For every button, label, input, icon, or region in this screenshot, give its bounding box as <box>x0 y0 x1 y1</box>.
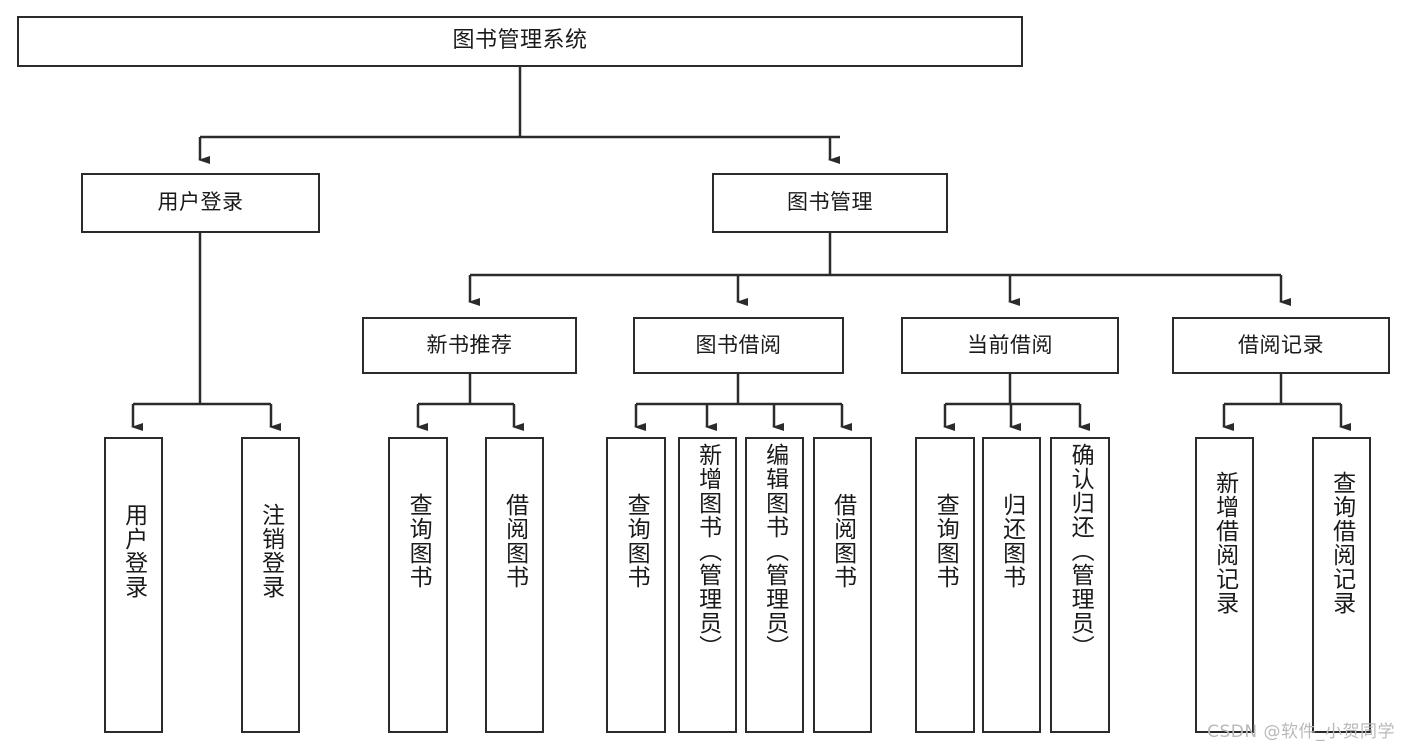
leaf-return-book[interactable]: 归还图书 <box>982 437 1041 733</box>
node-label: 查询图书 <box>405 493 432 589</box>
node-label: 注销登录 <box>257 503 284 599</box>
node-label: 图书借阅 <box>695 332 782 357</box>
leaf-add-book-admin[interactable]: 新增图书（管理员） <box>678 437 737 733</box>
node-label: 图书管理 <box>787 190 873 215</box>
node-user-login[interactable]: 用户登录 <box>81 173 320 233</box>
node-label: 查询借阅记录 <box>1328 471 1355 615</box>
node-new-book-recommend[interactable]: 新书推荐 <box>362 317 577 374</box>
node-label: 用户登录 <box>157 190 244 215</box>
leaf-query-book-recommend[interactable]: 查询图书 <box>388 437 448 733</box>
leaf-add-borrow-record[interactable]: 新增借阅记录 <box>1195 437 1254 733</box>
leaf-edit-book-admin[interactable]: 编辑图书（管理员） <box>745 437 804 733</box>
leaf-query-borrow-record[interactable]: 查询借阅记录 <box>1312 437 1371 733</box>
leaf-borrow-book-recommend[interactable]: 借阅图书 <box>485 437 544 733</box>
leaf-user-login[interactable]: 用户登录 <box>104 437 163 733</box>
node-label: 借阅图书 <box>829 493 856 589</box>
node-book-management[interactable]: 图书管理 <box>712 173 948 233</box>
node-label: 新增图书（管理员） <box>694 443 721 659</box>
node-current-borrow[interactable]: 当前借阅 <box>901 317 1119 374</box>
node-label: 借阅图书 <box>501 493 528 589</box>
leaf-logout[interactable]: 注销登录 <box>241 437 300 733</box>
leaf-borrow-book[interactable]: 借阅图书 <box>813 437 872 733</box>
node-label: 确认归还（管理员） <box>1067 443 1094 659</box>
node-label: 新增借阅记录 <box>1211 471 1238 615</box>
node-label: 当前借阅 <box>967 332 1053 357</box>
node-root-system[interactable]: 图书管理系统 <box>17 16 1023 67</box>
leaf-confirm-return-admin[interactable]: 确认归还（管理员） <box>1050 437 1110 733</box>
node-label: 查询图书 <box>932 493 959 589</box>
node-label: 查询图书 <box>623 493 650 589</box>
node-book-borrow[interactable]: 图书借阅 <box>633 317 844 374</box>
node-label: 编辑图书（管理员） <box>761 443 788 659</box>
node-label: 用户登录 <box>120 503 147 599</box>
leaf-query-book-borrow[interactable]: 查询图书 <box>606 437 666 733</box>
node-label: 图书管理系统 <box>452 28 588 54</box>
leaf-query-book-current[interactable]: 查询图书 <box>915 437 975 733</box>
node-label: 借阅记录 <box>1238 332 1324 357</box>
node-label: 新书推荐 <box>426 332 513 357</box>
node-label: 归还图书 <box>998 493 1025 589</box>
csdn-watermark: CSDN @软件_小贺同学 <box>1207 722 1395 742</box>
node-borrow-record[interactable]: 借阅记录 <box>1172 317 1390 374</box>
